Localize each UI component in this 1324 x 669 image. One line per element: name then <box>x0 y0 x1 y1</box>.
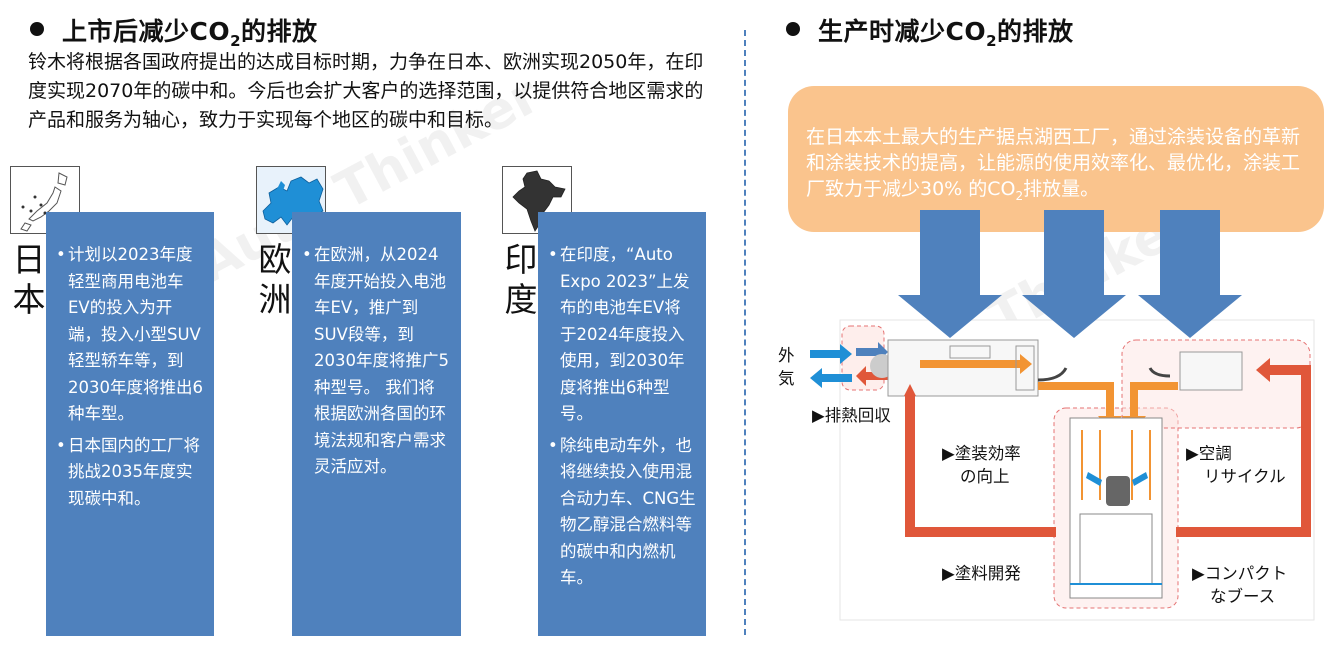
down-arrow-3 <box>1138 210 1242 338</box>
japan-map-icon <box>10 166 80 234</box>
air-recycle-label: ▶空調リサイクル <box>1186 444 1286 486</box>
intro-paragraph: 铃木将根据各国政府提出的达成目标时期，力争在日本、欧洲实现2050年，在印度实现… <box>28 51 704 131</box>
paint-development-label: ▶塗料開発 <box>942 564 1021 583</box>
down-arrow-1 <box>898 210 1002 338</box>
heat-recovery-label: ▶排熱回収 <box>812 406 891 425</box>
japan-card: 计划以2023年度轻型商用电池车EV的投入为开端，投入小型SUV轻型轿车等，到2… <box>46 212 214 636</box>
region-label-japan: 日本 <box>12 240 46 319</box>
right-section-title: 生产时减少CO2的排放 <box>786 12 1074 50</box>
list-item: 除纯电动车外，也将继续投入使用混合动力车、CNG生物乙醇混合燃料等的碳中和内燃机… <box>548 433 696 592</box>
compact-booth-label: ▶コンパクトなブース <box>1192 564 1288 606</box>
section-divider <box>744 30 746 635</box>
summary-box: 在日本本土最大的生产据点湖西工厂，通过涂装设备的革新和涂装技术的提高，让能源的使… <box>788 86 1324 232</box>
europe-card: 在欧洲，从2024年度开始投入电池车EV，推广到SUV段等，到2030年度将推广… <box>292 212 461 636</box>
paint-shop-diagram <box>810 210 1315 621</box>
bullet-dot <box>30 22 44 36</box>
list-item: 在欧洲，从2024年度开始投入电池车EV，推广到SUV段等，到2030年度将推广… <box>302 242 451 481</box>
india-card: 在印度，“Auto Expo 2023”上发布的电池车EV将于2024年度投入使… <box>538 212 706 636</box>
down-arrow-2 <box>1022 210 1126 338</box>
left-section-title: 上市后减少CO2的排放 <box>30 12 318 50</box>
list-item: 在印度，“Auto Expo 2023”上发布的电池车EV将于2024年度投入使… <box>548 242 696 428</box>
list-item: 日本国内的工厂将挑战2035年度实现碳中和。 <box>56 433 204 513</box>
outside-air-label: 外 気 <box>778 346 795 388</box>
list-item: 计划以2023年度轻型商用电池车EV的投入为开端，投入小型SUV轻型轿车等，到2… <box>56 242 204 428</box>
region-label-india: 印度 <box>504 240 538 319</box>
region-label-europe: 欧洲 <box>258 240 292 319</box>
bullet-dot <box>786 22 800 36</box>
paint-efficiency-label: ▶塗装効率の向上 <box>942 444 1021 486</box>
